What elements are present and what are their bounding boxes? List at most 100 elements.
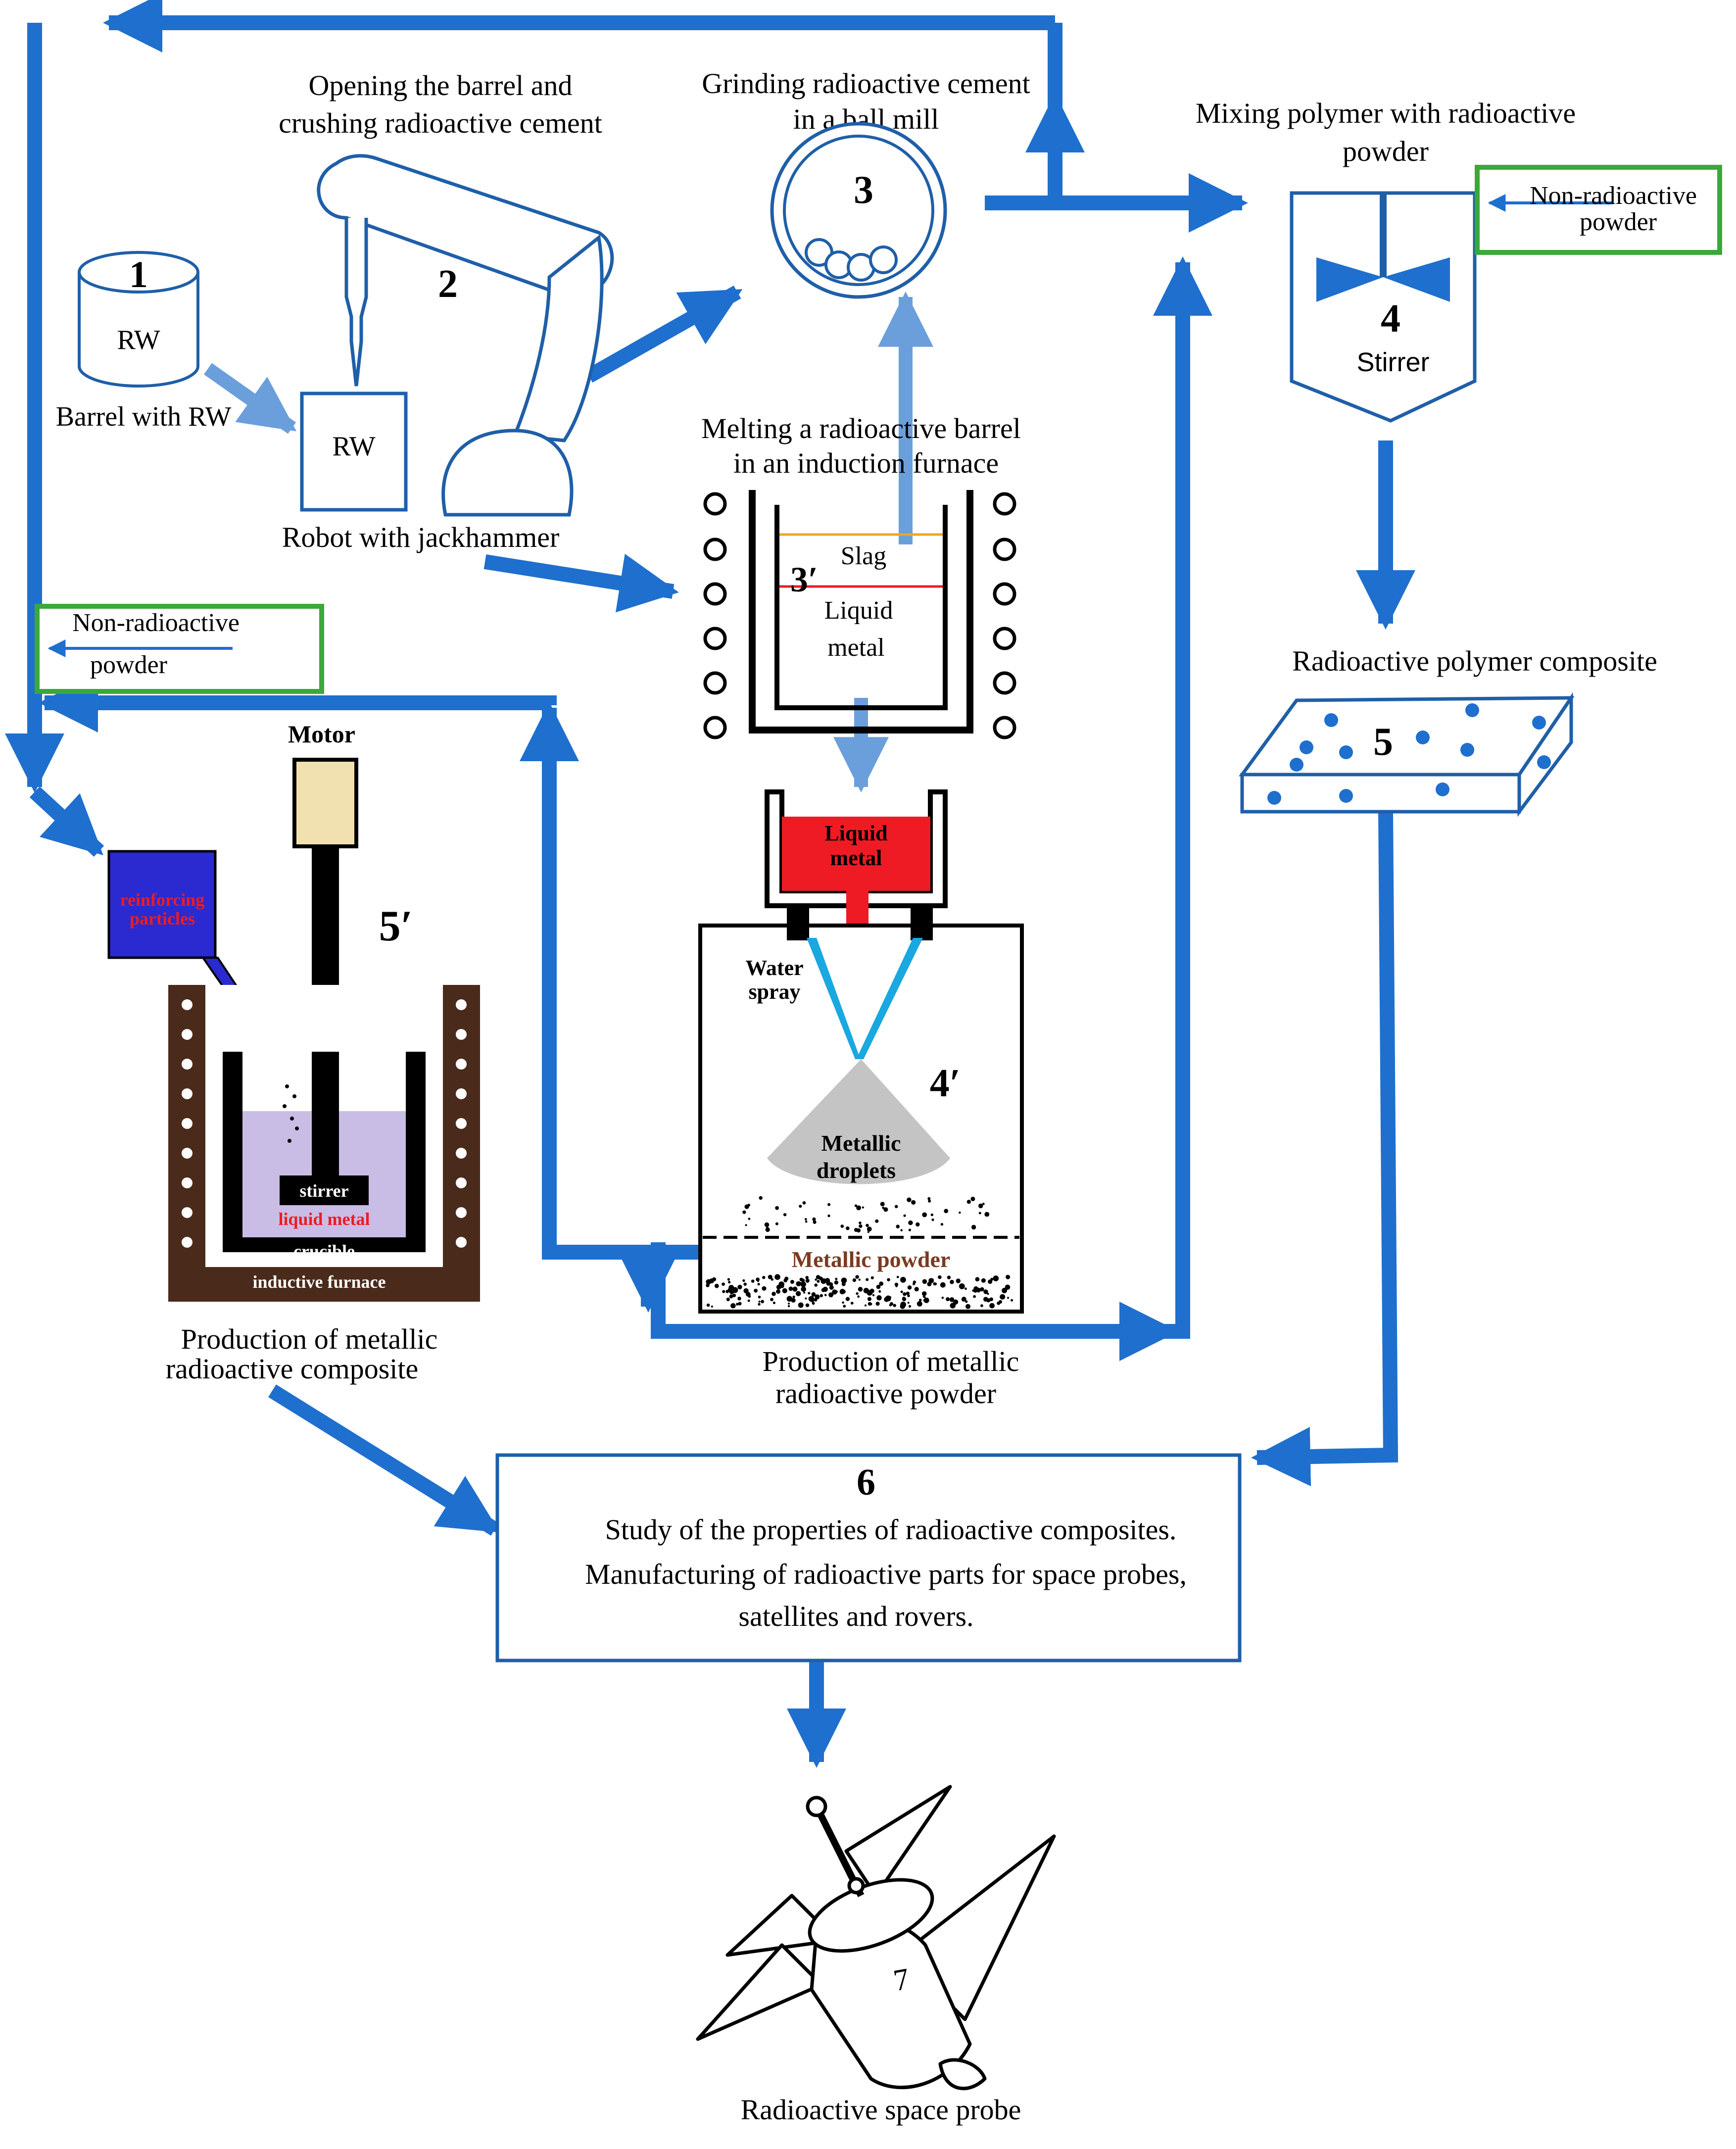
- arrow-loop-to-left: [38, 673, 557, 733]
- falling-droplet: [900, 1229, 903, 1231]
- falling-droplet: [959, 1211, 961, 1214]
- falling-droplet: [748, 1218, 751, 1221]
- robot-jackhammer: [344, 218, 368, 387]
- powder-dot: [835, 1277, 838, 1280]
- study-line-1: Study of the properties of radioactive c…: [605, 1514, 1177, 1546]
- falling-droplet: [896, 1224, 900, 1228]
- powder-dot: [787, 1305, 790, 1308]
- powder-dot: [947, 1275, 951, 1279]
- probe-nozzle: [938, 2058, 987, 2091]
- falling-droplet: [908, 1220, 913, 1225]
- tundish-liquid-label-1: Liquid: [824, 821, 887, 845]
- powder-dot: [878, 1290, 881, 1293]
- liquid-metal-label: liquid metal: [278, 1209, 370, 1229]
- droplet-cone: [767, 1059, 950, 1184]
- powder-dot: [788, 1286, 793, 1291]
- powder-dot: [894, 1282, 899, 1286]
- robot-base: [441, 429, 574, 517]
- powder-dot: [706, 1283, 710, 1287]
- powder-dot: [946, 1297, 950, 1301]
- stage-5-composite: Radioactive polymer composite 5: [1239, 645, 1657, 817]
- arrow-powder-to-composite-line: [520, 702, 703, 1260]
- powder-dot: [843, 1305, 846, 1308]
- stage-4-number: 4: [1381, 297, 1400, 341]
- powder-dot: [938, 1275, 942, 1279]
- powder-dot: [815, 1278, 817, 1281]
- powder-dot: [975, 1277, 980, 1282]
- powder-dot: [889, 1304, 892, 1307]
- powder-dot: [829, 1285, 834, 1290]
- powder-dot: [706, 1303, 710, 1307]
- stage-3p-induction-furnace: Melting a radioactive barrel in an induc…: [701, 412, 1021, 739]
- inductive-furnace-label: inductive furnace: [253, 1272, 386, 1292]
- powder-dot: [805, 1297, 807, 1300]
- powder-dot: [801, 1278, 805, 1282]
- falling-droplet: [859, 1221, 862, 1224]
- powder-dot: [875, 1302, 880, 1306]
- droplets-label-1: Metallic: [821, 1130, 901, 1156]
- powder-dot: [782, 1288, 787, 1293]
- powder-dot: [796, 1291, 801, 1296]
- falling-droplet: [764, 1222, 770, 1227]
- composite-slab-front: [1240, 773, 1521, 814]
- falling-droplet: [984, 1212, 990, 1217]
- powder-dot: [722, 1282, 725, 1286]
- arrow-robot-to-mill: [585, 285, 743, 383]
- falling-droplet: [775, 1206, 779, 1210]
- powder-dot: [738, 1302, 742, 1306]
- powder-dot: [834, 1280, 839, 1285]
- falling-droplet: [812, 1217, 816, 1221]
- powder-dot: [956, 1278, 961, 1283]
- falling-droplet: [880, 1202, 885, 1207]
- powder-dot: [940, 1282, 946, 1288]
- falling-droplet: [875, 1219, 879, 1223]
- powder-dot: [758, 1295, 761, 1299]
- powder-dot: [869, 1288, 874, 1293]
- falling-droplet: [930, 1213, 934, 1217]
- falling-droplet: [922, 1212, 927, 1218]
- powder-dot: [747, 1299, 750, 1302]
- stage-5p-number: 5′: [379, 902, 413, 950]
- slag-label: Slag: [841, 542, 886, 570]
- powder-dot: [711, 1305, 713, 1308]
- powder-dot: [907, 1285, 912, 1290]
- powder-dot: [812, 1302, 815, 1305]
- falling-droplet: [940, 1223, 944, 1226]
- robot-caption-top-2: crushing radioactive cement: [279, 107, 602, 139]
- falling-droplet: [866, 1223, 869, 1227]
- powder-dot: [772, 1291, 776, 1296]
- powder-dot: [900, 1290, 903, 1293]
- stage-4-mixer: Mixing polymer with radioactive powder 4…: [1196, 97, 1722, 423]
- powder-dot: [792, 1286, 798, 1292]
- powder-dot: [805, 1276, 809, 1279]
- powder-dot: [866, 1278, 869, 1281]
- powder-dot: [855, 1275, 859, 1279]
- powder-dot: [965, 1304, 970, 1309]
- powder-dot: [1006, 1274, 1011, 1279]
- falling-droplet: [978, 1203, 983, 1209]
- flow-arrows: [5, 0, 1415, 1768]
- furnace-coils-right: [993, 492, 1016, 739]
- falling-droplet: [928, 1199, 931, 1203]
- furnace-liquid-label-1: Liquid: [824, 596, 893, 625]
- powder-dot: [983, 1297, 988, 1302]
- stir-caption-2: radioactive composite: [166, 1353, 419, 1385]
- powder-dot: [843, 1278, 847, 1281]
- water-spray-label-1: Water: [745, 956, 803, 980]
- mixer-vessel: [1290, 191, 1477, 423]
- robot-caption-top-1: Opening the barrel and: [308, 69, 572, 101]
- falling-droplet: [971, 1224, 976, 1230]
- powder-dot: [993, 1275, 999, 1281]
- stage-2-number: 2: [438, 262, 458, 306]
- powder-dot: [918, 1299, 922, 1302]
- falling-droplet: [744, 1204, 749, 1209]
- falling-droplet: [840, 1224, 844, 1228]
- powder-dot: [933, 1282, 937, 1286]
- powder-dot: [1002, 1288, 1008, 1293]
- falling-droplet: [827, 1214, 830, 1218]
- stage-5-number: 5: [1373, 720, 1393, 764]
- powder-dot: [787, 1302, 790, 1305]
- falling-droplet: [883, 1207, 888, 1212]
- powder-dot: [808, 1292, 811, 1295]
